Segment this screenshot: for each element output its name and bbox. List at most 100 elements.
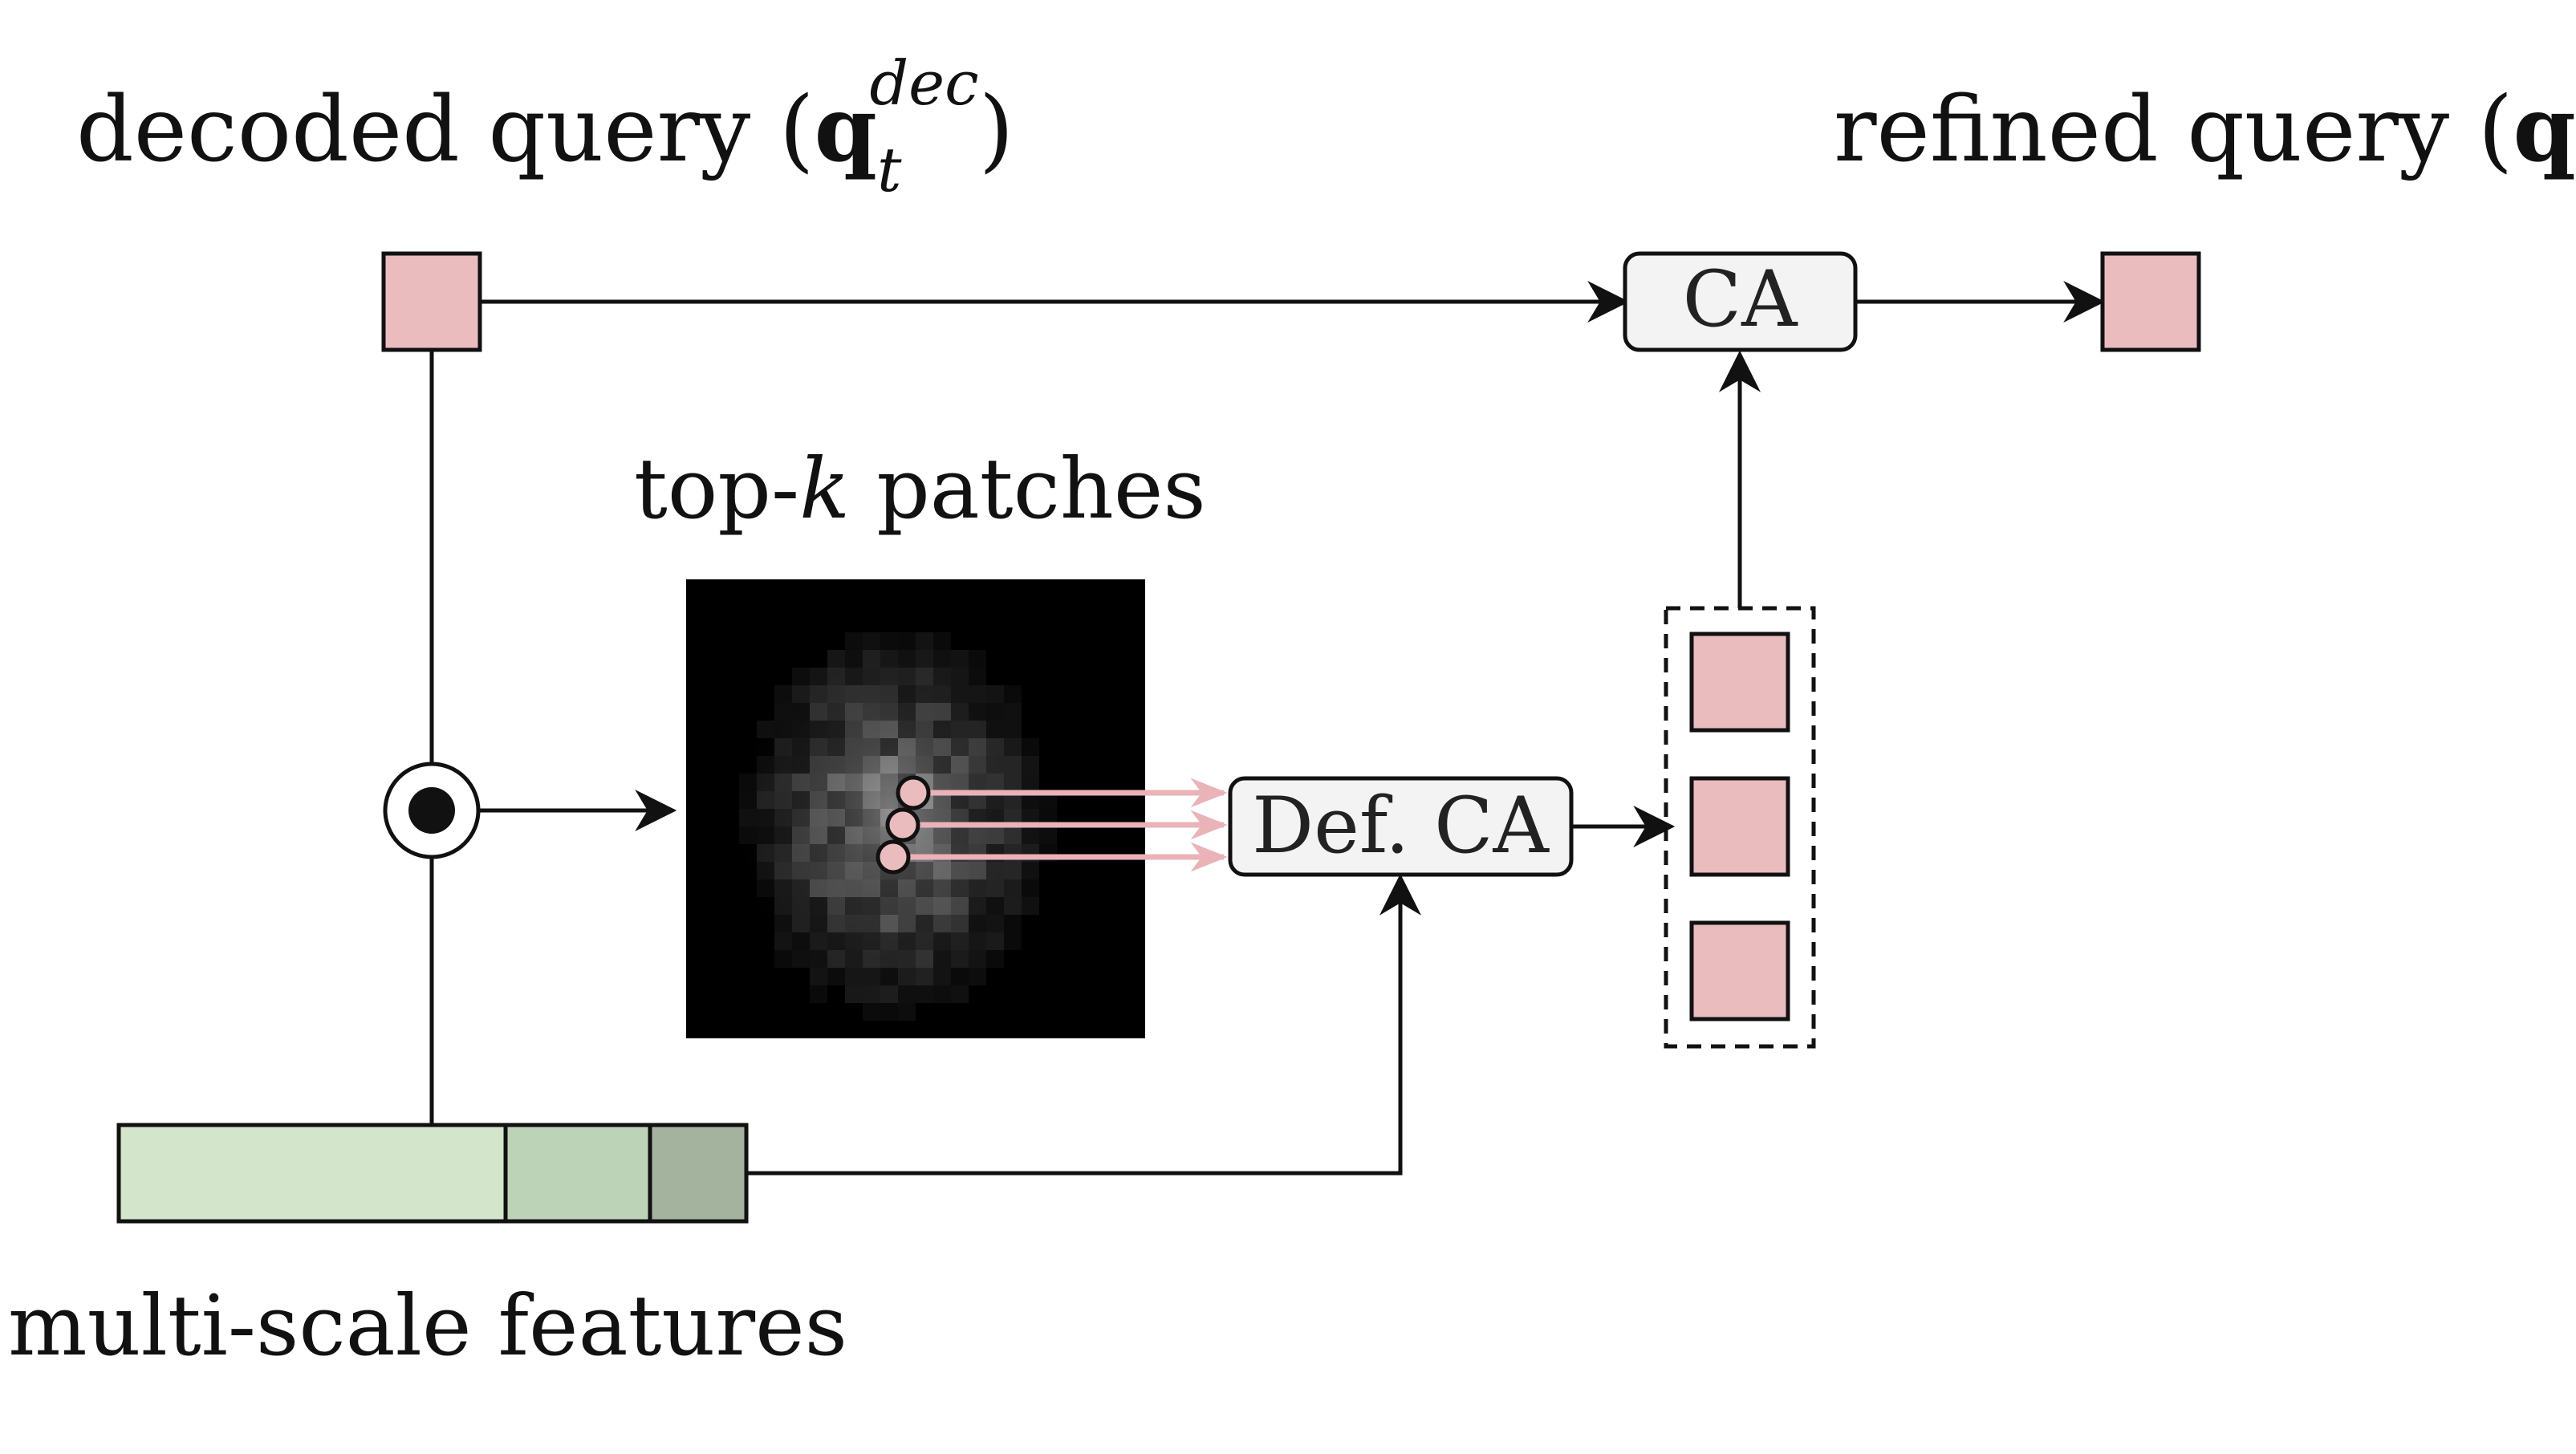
heatmap-cell <box>986 950 1004 968</box>
heatmap-cell <box>863 1003 880 1021</box>
heatmap-cell <box>916 668 933 685</box>
heatmap-cell <box>898 721 916 738</box>
heatmap-cell <box>827 650 845 668</box>
heatmap-cell <box>810 932 827 950</box>
heatmap-cell <box>792 897 810 915</box>
heatmap-cell <box>898 703 916 721</box>
heatmap-cell <box>916 879 933 897</box>
sampling-arrows <box>893 778 1228 872</box>
heatmap-cell <box>969 668 986 685</box>
heatmap-cell <box>757 879 774 897</box>
heatmap-cell <box>933 721 951 738</box>
heatmap-cell <box>810 950 827 968</box>
heatmap-cell <box>845 915 863 932</box>
heatmap-cell <box>757 844 774 862</box>
heatmap-cell <box>951 950 969 968</box>
heatmap-cell <box>827 809 845 827</box>
heatmap-cell <box>774 844 792 862</box>
heatmap-cell <box>792 809 810 827</box>
heatmap-cell <box>1004 879 1022 897</box>
feature-scale-small <box>648 1123 749 1224</box>
heatmap-cell <box>810 809 827 827</box>
heatmap-cell <box>863 968 880 985</box>
heatmap-cell <box>969 650 986 668</box>
feature-scale-large <box>116 1123 508 1224</box>
heatmap-cell <box>969 968 986 985</box>
heatmap-cell <box>810 774 827 791</box>
heatmap-cell <box>986 897 1004 915</box>
heatmap-cell <box>792 791 810 809</box>
heatmap-cell <box>827 791 845 809</box>
heatmap-cell <box>739 809 757 827</box>
heatmap-cell <box>880 685 898 703</box>
heatmap-cell <box>986 703 1004 721</box>
heatmap-cell <box>792 668 810 685</box>
heatmap-cell <box>792 756 810 774</box>
heatmap-cell <box>810 685 827 703</box>
heatmap-cell <box>845 774 863 791</box>
heatmap-cell <box>792 915 810 932</box>
heatmap-cell <box>757 774 774 791</box>
heatmap-cell <box>863 632 880 650</box>
heatmap-cell <box>880 968 898 985</box>
heatmap-cell <box>1039 827 1057 844</box>
heatmap-cell <box>916 985 933 1003</box>
heatmap-cell <box>845 756 863 774</box>
heatmap-cell <box>880 738 898 756</box>
sampled-token <box>1689 632 1790 733</box>
heatmap-cell <box>986 685 1004 703</box>
heatmap-cell <box>969 774 986 791</box>
heatmap-cell <box>774 738 792 756</box>
heatmap-cell <box>951 721 969 738</box>
heatmap-cell <box>986 879 1004 897</box>
heatmap-cell <box>810 721 827 738</box>
heatmap-cell <box>827 703 845 721</box>
multiscale-feature-bar <box>116 1123 749 1224</box>
heatmap-cell <box>951 703 969 721</box>
heatmap-cell <box>827 915 845 932</box>
heatmap-cell <box>916 703 933 721</box>
heatmap-cell <box>827 897 845 915</box>
heatmap-cell <box>1022 756 1039 774</box>
heatmap-cell <box>774 879 792 897</box>
heatmap-cell <box>845 862 863 879</box>
heatmap-cell <box>898 668 916 685</box>
heatmap-cell <box>1022 738 1039 756</box>
heatmap-cell <box>880 774 898 791</box>
heatmap-cell <box>898 932 916 950</box>
heatmap-cell <box>916 650 933 668</box>
heatmap-cell <box>933 985 951 1003</box>
heatmap-cell <box>863 685 880 703</box>
heatmap-cell <box>916 721 933 738</box>
refined-query-token <box>2100 251 2201 352</box>
heatmap-cell <box>986 915 1004 932</box>
heatmap-cell <box>827 950 845 968</box>
heatmap-cell <box>898 968 916 985</box>
heatmap-cell <box>845 721 863 738</box>
heatmap-cell <box>810 668 827 685</box>
heatmap-cell <box>951 738 969 756</box>
heatmap-cell <box>863 915 880 932</box>
heatmap-cell <box>898 1003 916 1021</box>
heatmap-cell <box>792 862 810 879</box>
heatmap-cell <box>792 721 810 738</box>
heatmap-cell <box>792 703 810 721</box>
decoded-query-label: decoded query (qtdec) <box>76 47 1014 205</box>
heatmap-cell <box>810 897 827 915</box>
heatmap-cell <box>898 897 916 915</box>
heatmap-cell <box>951 756 969 774</box>
heatmap-cell <box>933 950 951 968</box>
heatmap-cell <box>792 950 810 968</box>
heatmap-cell <box>951 668 969 685</box>
heatmap-cell <box>1004 703 1022 721</box>
heatmap-cell <box>933 650 951 668</box>
heatmap-cell <box>1022 897 1039 915</box>
heatmap-cell <box>933 703 951 721</box>
heatmap-cell <box>845 685 863 703</box>
heatmap-cell <box>916 932 933 950</box>
heatmap-cell <box>863 897 880 915</box>
heatmap-cell <box>898 879 916 897</box>
heatmap-cell <box>863 650 880 668</box>
heatmap-cell <box>845 950 863 968</box>
heatmap-cell <box>951 650 969 668</box>
